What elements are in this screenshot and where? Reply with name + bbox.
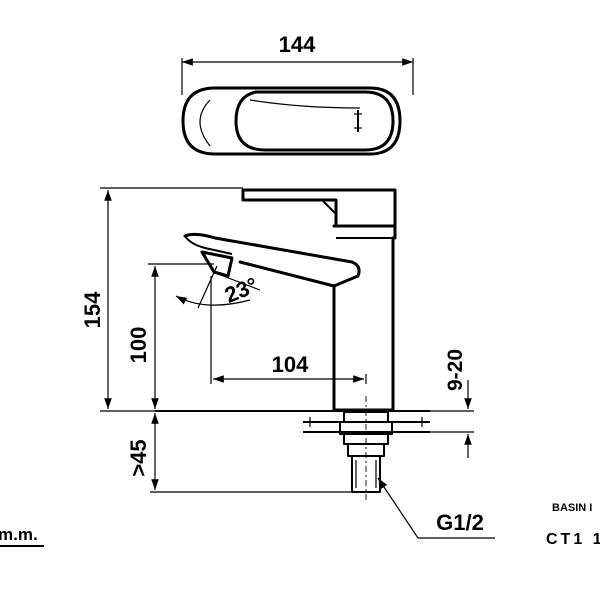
angle-leader	[217, 273, 261, 291]
body-outline	[332, 224, 397, 412]
top-spout-detail	[199, 99, 211, 147]
top-handle-outline	[234, 90, 395, 152]
handle-outline	[241, 188, 397, 228]
dim-thread: G1/2	[436, 510, 484, 535]
dim-154: 154	[80, 291, 105, 328]
dim-100: 100	[126, 327, 151, 364]
angle-arc	[175, 295, 251, 306]
handle-detail	[321, 199, 337, 215]
unit-label: m.m.	[0, 525, 38, 544]
thread-leader	[377, 477, 419, 539]
top-handle-detail	[249, 99, 361, 109]
side-view: 154 100 104 23° 9-20 >45 G1/2	[80, 187, 495, 539]
dim-45: >45	[126, 439, 151, 476]
dim-144: 144	[279, 32, 316, 57]
spout-outline	[183, 232, 361, 288]
aerator	[200, 250, 234, 278]
top-view: 144	[181, 32, 414, 156]
product-type-label: BASIN I	[552, 502, 592, 514]
dim-9-20: 9-20	[444, 349, 467, 391]
dim-104: 104	[272, 352, 309, 377]
dim-45-value: 45	[126, 439, 151, 463]
dim-45-prefix: >	[126, 464, 151, 477]
model-label: CT1 1	[546, 531, 600, 548]
top-body-outline	[181, 86, 402, 156]
angle-leg	[197, 265, 218, 309]
spout-lower-edge	[184, 235, 233, 255]
